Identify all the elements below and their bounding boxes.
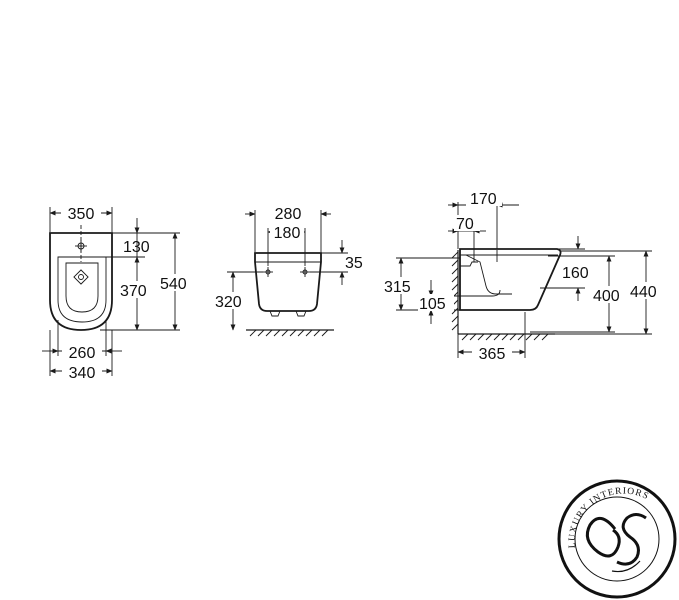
side-projection-label: 365 bbox=[479, 346, 506, 363]
rear-floor-hatch bbox=[249, 329, 329, 337]
front-top-width-bg bbox=[61, 204, 101, 221]
rear-feet bbox=[269, 310, 307, 317]
front-bowl-height-bg bbox=[118, 281, 154, 298]
rear-bidet-outline bbox=[254, 252, 322, 312]
side-waste-low-label: 105 bbox=[419, 296, 446, 313]
rear-view: 280 180 35 320 bbox=[214, 206, 363, 337]
side-view: 170 70 315 105 160 400 bbox=[383, 189, 664, 363]
side-front-height-label: 400 bbox=[593, 288, 620, 305]
front-bottom-width-bg bbox=[62, 363, 102, 380]
side-waste-low-bg bbox=[418, 294, 454, 311]
rear-outer-width-label: 280 bbox=[275, 206, 302, 223]
rear-floor-height-bg bbox=[214, 292, 248, 309]
side-overall-height-bg bbox=[628, 282, 664, 299]
side-projection-bg bbox=[472, 344, 512, 361]
logo-outer-ring bbox=[557, 479, 677, 599]
front-upper-height-label: 130 bbox=[123, 239, 150, 256]
side-bidet-outline bbox=[459, 248, 562, 311]
rear-fixing-left-icon bbox=[263, 267, 273, 277]
side-wall-hatch bbox=[451, 251, 459, 331]
logo: LUXURY INTERIORS bbox=[557, 479, 677, 599]
rear-fixing-distance-bg bbox=[270, 224, 304, 240]
side-front-height-bg bbox=[591, 286, 627, 303]
front-total-height-label: 540 bbox=[160, 276, 187, 293]
front-top-width-label: 350 bbox=[68, 206, 95, 223]
side-top-depth-bg bbox=[466, 189, 502, 206]
front-bowl-height-label: 370 bbox=[120, 283, 147, 300]
front-inner-width-bg bbox=[62, 343, 102, 360]
rear-fixing-right-icon bbox=[300, 267, 310, 277]
side-overall-height-label: 440 bbox=[630, 284, 657, 301]
rear-floor-height-label: 320 bbox=[215, 294, 242, 311]
rear-fixing-height-label: 35 bbox=[345, 255, 363, 272]
front-bottom-width-label: 340 bbox=[69, 365, 96, 382]
side-waste-pipe bbox=[460, 289, 501, 297]
luxury-interiors-monogram-icon bbox=[585, 513, 647, 573]
side-tap-offset-bg bbox=[454, 215, 480, 231]
front-bowl-rim bbox=[57, 256, 107, 323]
side-waste-height-label: 315 bbox=[384, 279, 411, 296]
side-top-depth-label: 170 bbox=[470, 191, 497, 208]
side-top-drop-label: 160 bbox=[562, 265, 589, 282]
side-floor-hatch bbox=[461, 333, 549, 341]
rear-fixing-distance-label: 180 bbox=[274, 225, 301, 242]
front-inner-width-label: 260 bbox=[69, 345, 96, 362]
front-total-height-bg bbox=[158, 274, 192, 291]
front-view: 350 130 370 540 260 340 bbox=[42, 204, 192, 382]
side-waste-height-bg bbox=[383, 277, 419, 294]
side-tap-offset-label: 70 bbox=[456, 216, 474, 233]
front-bowl-inner bbox=[65, 262, 99, 313]
side-bowl-inner bbox=[465, 254, 512, 295]
logo-inner-ring bbox=[574, 496, 660, 582]
front-waste-icon bbox=[73, 269, 89, 285]
side-tap-pipe bbox=[460, 261, 478, 267]
